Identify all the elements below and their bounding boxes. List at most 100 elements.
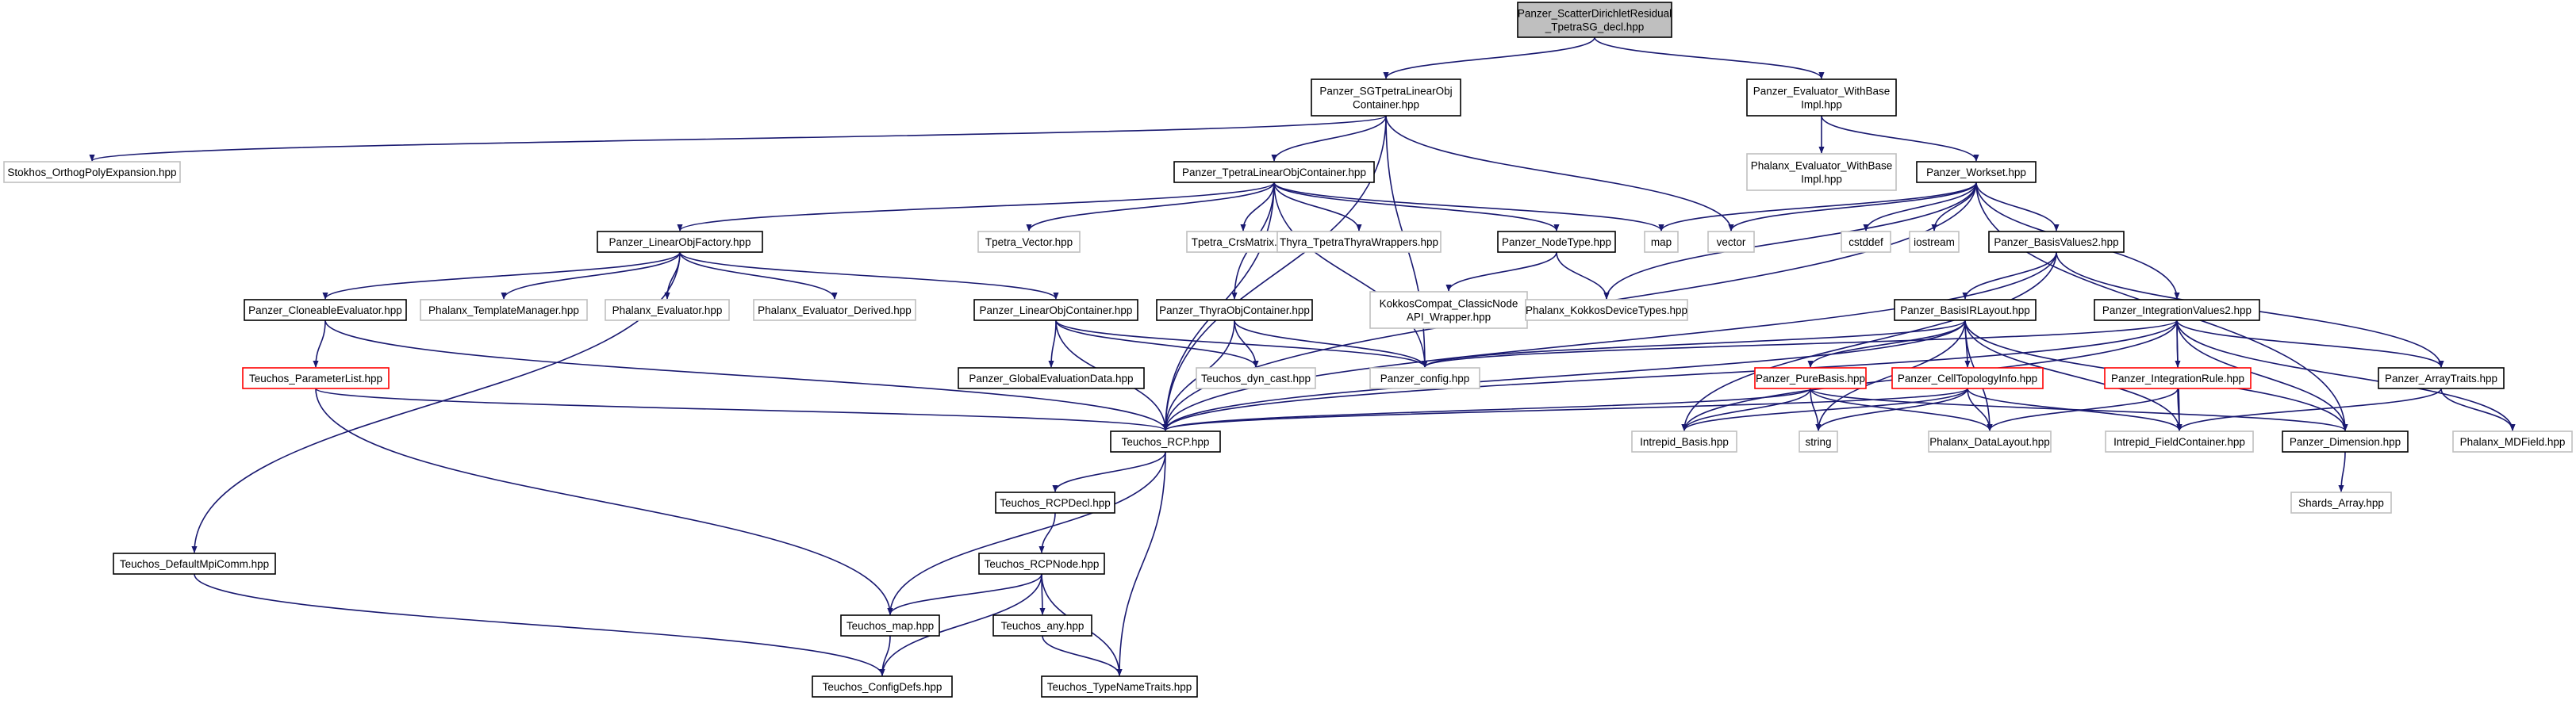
node-root[interactable]: Panzer_ScatterDirichletResidual_TpetraSG… [1517,2,1672,38]
node-rcpnode[interactable]: Teuchos_RCPNode.hpp [978,553,1105,575]
node-label: Shards_Array.hpp [2298,497,2384,509]
edge-evalbase-to-workset [1821,115,1979,162]
edge-tpetraloc-to-linfactory [677,182,1275,231]
edge-sgtpetra-to-vector [1385,115,1734,231]
node-teuchos-map[interactable]: Teuchos_map.hpp [840,614,940,637]
edge-linfactory-to-defaultmpi [191,251,681,553]
node-tpetraloc[interactable]: Panzer_TpetraLinearObjContainer.hpp [1173,161,1375,183]
node-dimension[interactable]: Panzer_Dimension.hpp [2282,430,2409,453]
node-label: Phalanx_MDField.hpp [2460,436,2566,448]
edges-layer [89,36,2516,676]
node-phx-tm[interactable]: Phalanx_TemplateManager.hpp [420,299,588,321]
node-label: Panzer_PureBasis.hpp [1756,373,1865,385]
node-iostream[interactable]: iostream [1909,231,1960,253]
node-purebasis[interactable]: Panzer_PureBasis.hpp [1754,367,1867,389]
node-box [1156,299,1313,321]
edge-linfactory-to-cloneable [322,251,681,300]
node-label: Panzer_CloneableEvaluator.hpp [248,304,402,316]
node-linfactory[interactable]: Panzer_LinearObjFactory.hpp [597,231,763,253]
node-workset[interactable]: Panzer_Workset.hpp [1916,161,2037,183]
node-linobj[interactable]: Panzer_LinearObjContainer.hpp [973,299,1138,321]
node-intrepid-basis[interactable]: Intrepid_Basis.hpp [1631,430,1737,453]
edge-linfactory-to-phx-tm [501,251,681,300]
node-label: vector [1717,236,1746,248]
node-phx-datalayout[interactable]: Phalanx_DataLayout.hpp [1928,430,2052,453]
node-intvalues2[interactable]: Panzer_IntegrationValues2.hpp [2094,299,2260,321]
edge-basisirlayout-to-intrepid-fc [1964,319,2182,431]
node-nodetype[interactable]: Panzer_NodeType.hpp [1497,231,1616,253]
node-celltopo[interactable]: Panzer_CellTopologyInfo.hpp [1891,367,2044,389]
node-cstddef[interactable]: cstddef [1841,231,1891,253]
node-label: Panzer_CellTopologyInfo.hpp [1898,373,2037,385]
edge-tpetraloc-to-map [1273,182,1664,231]
node-typenametraits[interactable]: Teuchos_TypeNameTraits.hpp [1041,675,1198,698]
node-rcp[interactable]: Teuchos_RCP.hpp [1110,430,1221,453]
node-intrule[interactable]: Panzer_IntegrationRule.hpp [2104,367,2252,389]
node-box [1369,367,1480,389]
node-label: Teuchos_ConfigDefs.hpp [823,681,942,693]
node-arraytraits[interactable]: Panzer_ArrayTraits.hpp [2378,367,2505,389]
node-paramlist[interactable]: Teuchos_ParameterList.hpp [242,367,390,389]
node-stokhos[interactable]: Stokhos_OrthogPolyExpansion.hpp [3,161,181,183]
node-label: Panzer_Dimension.hpp [2290,436,2401,448]
node-label: Panzer_ScatterDirichletResidual [1518,8,1672,20]
edge-intvalues2-to-panzer-config [1422,319,2178,368]
node-dyncast[interactable]: Teuchos_dyn_cast.hpp [1196,367,1316,389]
node-box [1525,299,1688,321]
node-label: Intrepid_Basis.hpp [1640,436,1729,448]
node-label: Panzer_Workset.hpp [1926,166,2026,178]
node-label: Panzer_ThyraObjContainer.hpp [1159,304,1310,316]
node-defaultmpi[interactable]: Teuchos_DefaultMpiComm.hpp [113,553,276,575]
node-label: Panzer_config.hpp [1380,373,1470,385]
node-intrepid-fc[interactable]: Intrepid_FieldContainer.hpp [2105,430,2254,453]
node-basisirlayout[interactable]: Panzer_BasisIRLayout.hpp [1894,299,2037,321]
node-map[interactable]: map [1644,231,1679,253]
edge-intvalues2-to-phx-mdfield [2176,319,2516,431]
edge-nodetype-to-phx-kdt [1556,251,1610,300]
node-teuchos-any[interactable]: Teuchos_any.hpp [992,614,1092,637]
node-cloneable[interactable]: Panzer_CloneableEvaluator.hpp [244,299,407,321]
node-label: Impl.hpp [1801,99,1842,111]
node-box [753,299,916,321]
node-rcpdecl[interactable]: Teuchos_RCPDecl.hpp [995,492,1115,514]
node-phx-eval[interactable]: Phalanx_Evaluator.hpp [605,299,730,321]
node-phx-mdfield[interactable]: Phalanx_MDField.hpp [2452,430,2573,453]
node-configdefs[interactable]: Teuchos_ConfigDefs.hpp [812,675,953,698]
edge-purebasis-to-intrepid-basis [1681,388,1811,431]
edge-nodetype-to-kokkoscompat [1445,251,1557,292]
node-label: Container.hpp [1353,99,1419,111]
node-panzer-config[interactable]: Panzer_config.hpp [1369,367,1480,389]
edge-workset-to-cstddef [1863,182,1977,231]
node-label: string [1805,436,1831,448]
node-box [995,492,1115,514]
node-label: KokkosCompat_ClassicNode [1380,298,1518,310]
node-label: Teuchos_dyn_cast.hpp [1201,373,1311,385]
node-globaleval[interactable]: Panzer_GlobalEvaluationData.hpp [958,367,1145,389]
node-phx-evald[interactable]: Phalanx_Evaluator_Derived.hpp [753,299,916,321]
node-box [1799,430,1838,453]
node-thyraobj[interactable]: Panzer_ThyraObjContainer.hpp [1156,299,1313,321]
node-label: iostream [1914,236,1955,248]
node-tpetra-vector[interactable]: Tpetra_Vector.hpp [977,231,1081,253]
edge-rcpnode-to-configdefs [879,573,1042,676]
edge-intvalues2-to-rcp [1162,319,2178,431]
node-string[interactable]: string [1799,430,1838,453]
node-basisvalues2[interactable]: Panzer_BasisValues2.hpp [1988,231,2125,253]
node-phx-kdt[interactable]: Phalanx_KokkosDeviceTypes.hpp [1525,299,1688,321]
node-box [1041,675,1198,698]
node-box [812,675,953,698]
nodes-layer: Panzer_ScatterDirichletResidual_TpetraSG… [3,2,2573,698]
edge-sgtpetra-to-stokhos [89,115,1387,162]
node-box [1988,231,2125,253]
node-box [1754,367,1867,389]
node-label: Phalanx_Evaluator.hpp [612,304,723,316]
node-shards[interactable]: Shards_Array.hpp [2290,492,2392,514]
node-thyra-wrappers[interactable]: Thyra_TpetraThyraWrappers.hpp [1276,231,1442,253]
node-box [2452,430,2573,453]
node-vector[interactable]: vector [1707,231,1755,253]
node-label: Panzer_TpetraLinearObjContainer.hpp [1182,166,1366,178]
